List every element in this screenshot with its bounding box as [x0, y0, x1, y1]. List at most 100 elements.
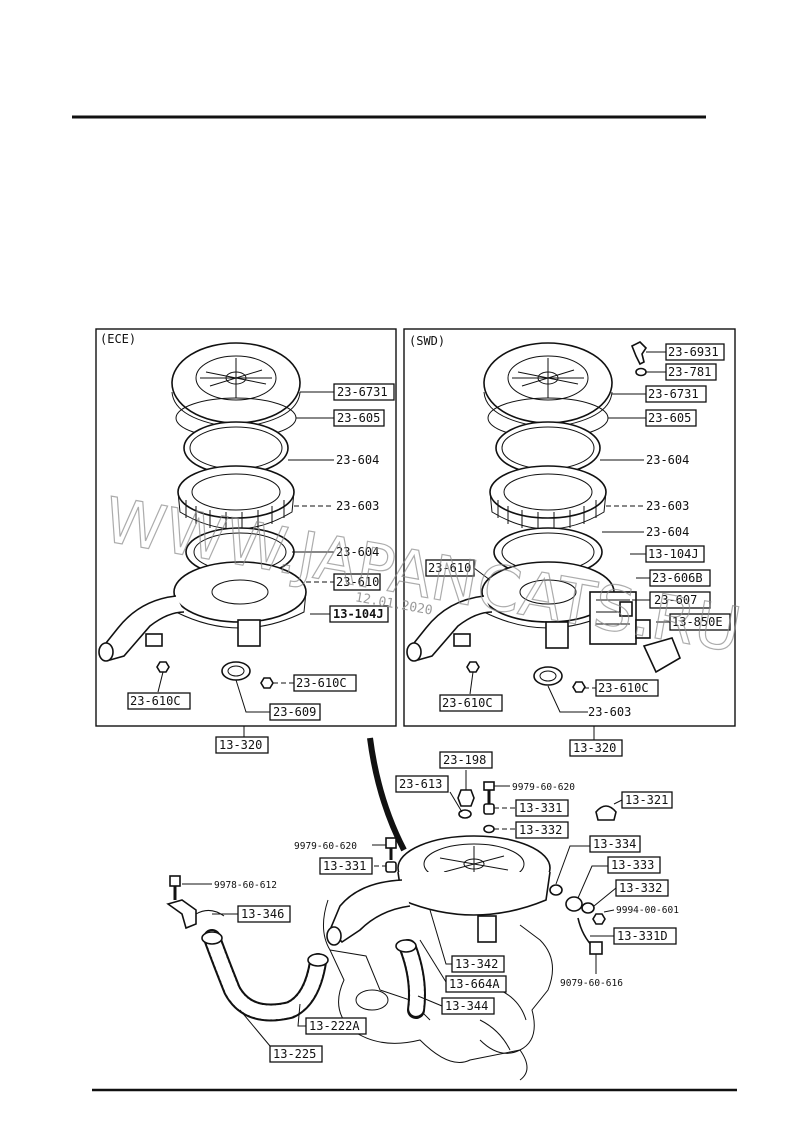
swd-nut-right	[572, 681, 586, 693]
svg-text:13-222A: 13-222A	[309, 1019, 360, 1033]
swd-label-23-605: 23-605	[608, 409, 697, 427]
bolt-23-198	[457, 789, 475, 807]
swd-label-23-604-top: 23-604	[600, 453, 689, 467]
svg-text:23-605: 23-605	[337, 411, 380, 425]
svg-text:23-6931: 23-6931	[668, 345, 719, 359]
label-23-198: 23-198	[439, 751, 493, 790]
swd-caption-13-320: 13-320	[569, 739, 623, 757]
svg-text:13-332: 13-332	[519, 823, 562, 837]
swd-bracket	[635, 619, 651, 639]
swd-nut-left	[466, 661, 480, 673]
label-13-346: 13-346	[212, 905, 291, 923]
swd-seal	[533, 666, 563, 686]
svg-text:23-607: 23-607	[654, 593, 697, 607]
svg-text:23-781: 23-781	[668, 365, 711, 379]
swd-label-23-606B: 23-606B	[636, 569, 711, 587]
ring-13-334	[549, 884, 563, 896]
swd-filter-element	[489, 465, 607, 530]
cap-13-321	[595, 805, 617, 821]
washer-13-332-top	[483, 824, 495, 834]
svg-text:23-613: 23-613	[399, 777, 442, 791]
svg-text:23-604: 23-604	[646, 525, 689, 539]
swd-washer-781	[635, 367, 647, 377]
svg-text:13-320: 13-320	[219, 738, 262, 752]
svg-text:23-604: 23-604	[336, 453, 379, 467]
label-13-342: 13-342	[429, 909, 505, 973]
bolt-head-left	[385, 837, 397, 849]
bracket-13-346	[166, 899, 197, 930]
svg-text:9979-60-620: 9979-60-620	[294, 841, 357, 852]
swd-label-23-610: 23-610	[425, 559, 491, 581]
label-9979-60-620-top: 9979-60-620	[494, 782, 575, 793]
svg-text:13-321: 13-321	[625, 793, 668, 807]
ece-label-23-604-bottom: 23-604	[292, 545, 379, 559]
ece-air-cleaner-cover	[171, 342, 301, 429]
assembly-arrow	[367, 737, 407, 852]
svg-text:23-610C: 23-610C	[442, 696, 493, 710]
swd-label-13-104J: 13-104J	[630, 545, 705, 563]
swd-label-23-6931: 23-6931	[646, 343, 725, 361]
svg-text:13-331D: 13-331D	[617, 929, 668, 943]
svg-text:13-331: 13-331	[323, 859, 366, 873]
label-13-225: 13-225	[239, 1009, 323, 1063]
ece-panel-title: (ECE)	[100, 332, 136, 346]
ring-13-333	[565, 896, 583, 912]
ece-label-23-605: 23-605	[296, 409, 385, 427]
svg-text:13-104J: 13-104J	[648, 547, 699, 561]
ece-label-23-603: 23-603	[294, 499, 379, 513]
swd-label-23-604-bottom: 23-604	[602, 525, 689, 539]
svg-text:23-610C: 23-610C	[130, 694, 181, 708]
svg-text:23-6731: 23-6731	[337, 385, 388, 399]
label-9079-60-616: 9079-60-616	[560, 954, 623, 989]
swd-valve-607	[619, 601, 633, 617]
svg-text:13-331: 13-331	[519, 801, 562, 815]
svg-text:23-610C: 23-610C	[598, 681, 649, 695]
swd-label-23-610C-right: 23-610C	[584, 679, 659, 697]
label-9979-60-620-left: 9979-60-620	[294, 841, 386, 852]
ece-panel-frame	[95, 328, 397, 727]
ece-label-13-104J: 13-104J	[310, 605, 389, 623]
swd-label-23-603: 23-603	[606, 499, 689, 513]
swd-panel-title: (SWD)	[409, 334, 445, 348]
svg-text:13-346: 13-346	[241, 907, 284, 921]
ece-label-23-610C-left: 23-610C	[127, 671, 191, 710]
swd-label-23-6731: 23-6731	[612, 385, 707, 403]
label-13-333: 13-333	[577, 856, 661, 899]
svg-text:13-334: 13-334	[593, 837, 636, 851]
svg-text:23-604: 23-604	[336, 545, 379, 559]
svg-text:13-850E: 13-850E	[672, 615, 723, 629]
bolt-9978-60-612	[169, 875, 181, 887]
label-13-331D: 13-331D	[590, 927, 677, 945]
swd-panel-frame	[403, 328, 736, 727]
ece-caption-13-320: 13-320	[215, 736, 269, 754]
swd-air-cleaner-body	[406, 561, 637, 662]
washer-13-332-right	[581, 902, 595, 914]
ece-label-23-610: 23-610	[306, 573, 381, 591]
svg-text:23-198: 23-198	[443, 753, 486, 767]
swd-sensor-850E	[642, 637, 681, 674]
svg-text:23-606B: 23-606B	[652, 571, 703, 585]
label-13-332-right: 13-332	[593, 879, 669, 907]
ece-label-23-6731: 23-6731	[300, 383, 395, 401]
svg-text:23-603: 23-603	[646, 499, 689, 513]
ece-air-cleaner-body	[98, 561, 307, 662]
svg-text:23-609: 23-609	[273, 705, 316, 719]
label-9978-60-612: 9978-60-612	[182, 880, 277, 891]
washer-23-613	[458, 809, 472, 819]
svg-text:23-610: 23-610	[428, 561, 471, 575]
svg-text:13-104J: 13-104J	[333, 607, 384, 621]
ece-label-23-604-top: 23-604	[288, 453, 379, 467]
swd-label-23-610C-left: 23-610C	[439, 671, 503, 712]
swd-clip-6931	[630, 341, 648, 366]
swd-label-23-603-lower: 23-603	[547, 685, 631, 719]
label-13-664A: 13-664A	[419, 939, 507, 993]
assembly-air-cleaner	[326, 835, 551, 946]
ece-label-23-610C-right: 23-610C	[273, 674, 357, 692]
svg-text:13-332: 13-332	[619, 881, 662, 895]
ece-seal-609	[221, 661, 251, 681]
bolt-head-top	[483, 781, 495, 791]
swd-label-23-781: 23-781	[646, 363, 717, 381]
svg-text:23-6731: 23-6731	[648, 387, 699, 401]
